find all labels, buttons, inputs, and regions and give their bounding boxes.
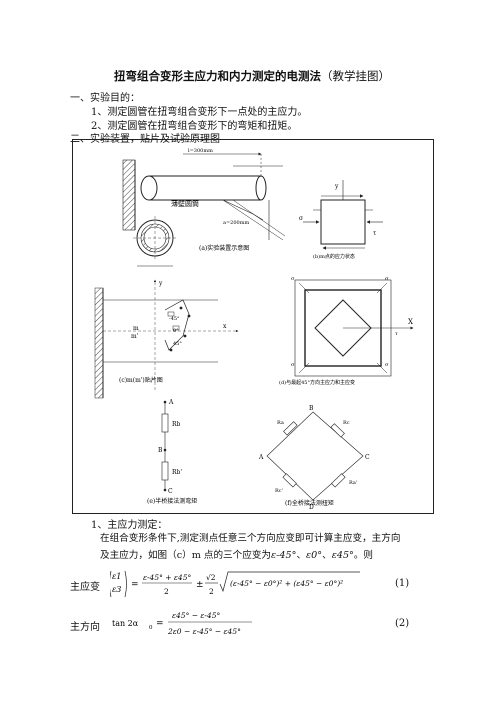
- node-C-f: C: [365, 454, 370, 461]
- resistor-Rb: Rb: [172, 421, 181, 428]
- caption-f: (f)全桥接法测扭矩: [285, 499, 334, 507]
- node-D-f: D: [309, 504, 314, 511]
- tube-label: 薄壁圆筒: [171, 199, 199, 208]
- point-m2-c: m': [131, 333, 139, 340]
- eq1-eps1: ε1: [112, 572, 121, 581]
- eq1-eps3: ε3: [112, 585, 121, 594]
- strain-label-m45: -45°: [169, 316, 180, 322]
- caption-c: (c)m(m')贴片图: [119, 376, 163, 384]
- eq2-denominator: 2ε0 − ε-45° − ε45°: [167, 627, 241, 636]
- node-A-f: A: [258, 454, 264, 461]
- page-title: 扭弯组合变形主应力和内力测定的电测法（教学挂图）: [0, 68, 504, 84]
- sigma-d1: σ: [291, 276, 295, 282]
- caption-d: (d)与最起45°方向主应力和主应变: [279, 379, 355, 386]
- tau-b: τ: [373, 230, 377, 237]
- caption-a: (a)实验装置示意图: [199, 244, 249, 252]
- sigma-d3: σ: [291, 362, 295, 368]
- eq2-tan: tan 2α: [112, 619, 139, 628]
- node-B-e: B: [158, 447, 163, 454]
- dim-label-a: a=200mm: [223, 220, 249, 226]
- resistor-Ra2: Ra': [349, 480, 357, 486]
- eq1-numerator: ε-45° + ε45°: [143, 573, 191, 582]
- figure-panel: l=300mm a=200mm 薄壁圆筒 (a)实验装置示意图 y σ τ (b…: [72, 139, 434, 514]
- strain-label-0: 0°: [173, 328, 179, 334]
- dim-label-l: l=300mm: [188, 148, 213, 154]
- apparatus-diagram: l=300mm a=200mm 薄壁圆筒 (a)实验装置示意图 y σ τ (b…: [94, 148, 414, 511]
- eq1-number: (1): [395, 578, 410, 589]
- sigma-b: σ: [299, 215, 303, 222]
- title-note: （教学挂图）: [321, 69, 390, 83]
- svg-text:=: =: [131, 580, 139, 590]
- body-heading-principal: 1、主应力测定：: [91, 520, 168, 531]
- fig-c-rosette: x y m m' -45° 0° 45°: [94, 279, 239, 399]
- axis-y-b: y: [334, 183, 339, 190]
- axis-x-c: x: [223, 323, 227, 330]
- sigma-d4: σ: [385, 362, 389, 368]
- tau-d: τ: [395, 331, 398, 337]
- body-para-1: 在组合变形条件下,测定测点任意三个方向应变即可计算主应变，主方向: [100, 533, 401, 544]
- equation-2: tan 2α 0 = ε45° − ε-45° 2ε0 − ε-45° − ε4…: [112, 606, 312, 640]
- strain-label-45: 45°: [173, 341, 182, 347]
- resistor-Rc2: Rc': [275, 488, 283, 494]
- fig-e-half-bridge: A B C Rb Rb': [158, 399, 182, 495]
- eq2-numerator: ε45° − ε-45°: [172, 611, 220, 620]
- eq1-denominator: 2: [164, 587, 169, 596]
- purpose-item-1: 1、测定圆管在扭弯组合变形下一点处的主应力。: [91, 107, 308, 118]
- svg-text:=: =: [156, 619, 164, 629]
- point-m-c: m: [133, 325, 139, 332]
- eq1-radicand: (ε-45° − ε0°)² + (ε45° − ε0°)²: [230, 579, 343, 588]
- node-C-e: C: [168, 488, 173, 495]
- eq1-label: 主应变: [70, 582, 100, 593]
- eq2-label: 主方向: [70, 622, 100, 633]
- eq1-pm: ±: [196, 580, 204, 590]
- purpose-item-2: 2、测定圆管在扭弯组合变形下的弯矩和扭矩。: [91, 121, 298, 132]
- equation-1: ε1 ε3 = ε-45° + ε45° 2 ± √2 2 (ε-45° − ε…: [109, 566, 370, 598]
- fig-d-principal: X σ σ σ σ τ: [291, 276, 414, 377]
- title-main: 扭弯组合变形主应力和内力测定的电测法: [114, 69, 321, 83]
- resistor-Rb2: Rb': [172, 469, 182, 476]
- resistor-Rc: Rc: [343, 420, 350, 426]
- eq1-sqrt2: √2: [206, 573, 216, 582]
- node-B-f: B: [309, 405, 314, 412]
- section-purpose-heading: 一、实验目的：: [70, 93, 140, 104]
- node-A-e: A: [168, 399, 174, 406]
- eq2-sub0: 0: [149, 625, 153, 631]
- fig-a-apparatus: l=300mm a=200mm 薄壁圆筒: [122, 148, 286, 267]
- body-para-2: 及主应力，如图（c）m 点的三个应变为ε-45°、ε0°、ε45°。则: [100, 550, 374, 561]
- resistor-Ra: Ra: [277, 420, 284, 426]
- fig-f-full-bridge: B A C D Ra Rc Ra' Rc': [258, 405, 370, 511]
- axis-y-c: y: [158, 280, 163, 287]
- svg-text:2: 2: [209, 587, 214, 596]
- sigma-d2: σ: [385, 276, 389, 282]
- caption-e: (e)半桥接法测弯矩: [147, 497, 197, 505]
- axis-X-d: X: [408, 318, 413, 326]
- fig-b-stress-state: y σ τ: [299, 180, 383, 250]
- caption-b: (b)m点的应力状态: [313, 253, 355, 260]
- eq2-number: (2): [395, 618, 410, 629]
